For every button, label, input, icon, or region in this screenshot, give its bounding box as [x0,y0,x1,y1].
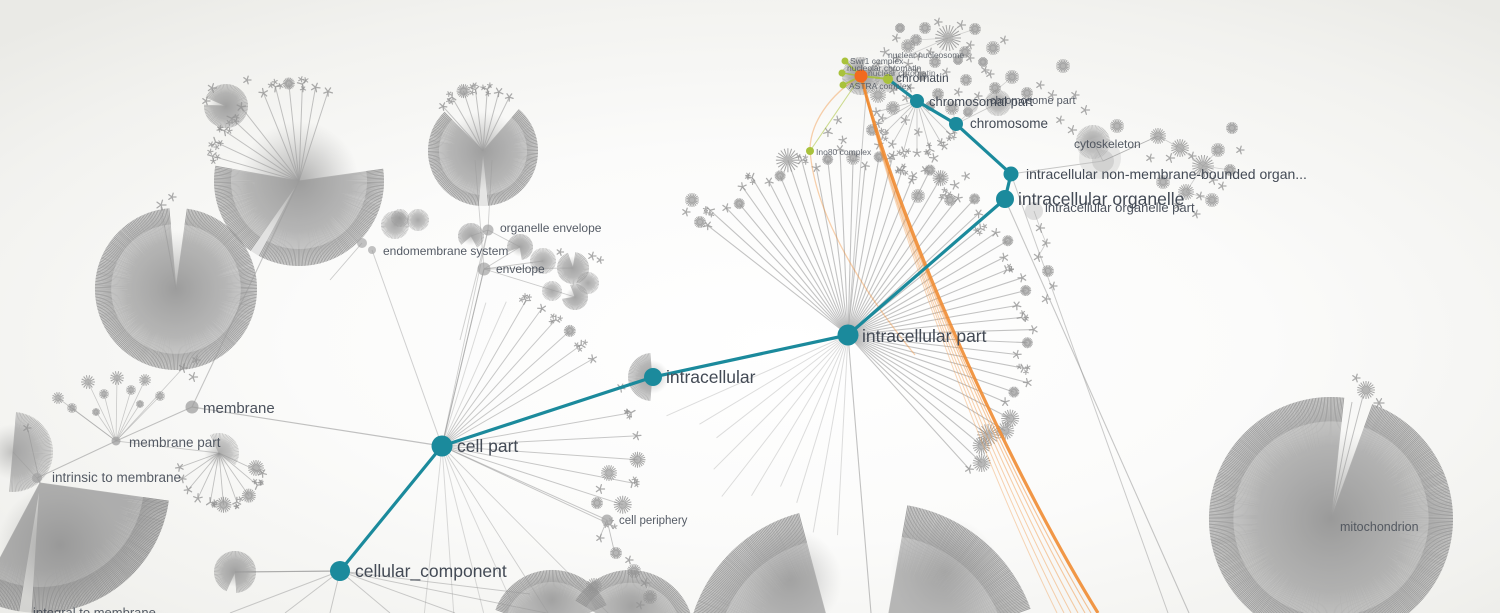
svg-text:chromatin: chromatin [896,71,949,85]
svg-text:membrane: membrane [203,400,275,417]
svg-text:cytoskeleton: cytoskeleton [1074,137,1141,151]
svg-text:chromosomal part: chromosomal part [929,94,1033,109]
svg-text:ASTRA complex: ASTRA complex [849,81,912,91]
svg-text:intracellular part: intracellular part [862,326,987,346]
svg-text:intracellular non-membrane-bou: intracellular non-membrane-bounded organ… [1026,166,1307,182]
svg-text:nuclear chromatin: nuclear chromatin [868,68,936,78]
svg-text:chromosome: chromosome [970,116,1048,131]
svg-text:cellular_component: cellular_component [355,561,507,582]
svg-text:chromosome part: chromosome part [990,95,1076,107]
svg-text:Swr1 complex: Swr1 complex [850,56,904,66]
svg-text:nucleolar chromatin: nucleolar chromatin [847,63,921,73]
svg-text:intrinsic to membrane: intrinsic to membrane [52,470,181,485]
svg-text:cell periphery: cell periphery [619,515,688,527]
svg-text:mitochondrion: mitochondrion [1340,520,1419,534]
svg-text:intracellular: intracellular [666,367,756,387]
svg-text:intracellular organelle part: intracellular organelle part [1045,200,1195,215]
svg-text:endomembrane system: endomembrane system [383,244,508,258]
svg-text:organelle envelope: organelle envelope [500,221,602,235]
svg-text:Ino80 complex: Ino80 complex [816,147,872,157]
svg-text:cell part: cell part [457,436,518,456]
svg-text:nuclear nucleosome: nuclear nucleosome [888,50,964,60]
svg-text:envelope: envelope [496,262,545,276]
svg-text:integral to membrane: integral to membrane [33,605,156,613]
svg-text:intracellular organelle: intracellular organelle [1018,189,1184,209]
svg-text:membrane part: membrane part [129,435,221,450]
